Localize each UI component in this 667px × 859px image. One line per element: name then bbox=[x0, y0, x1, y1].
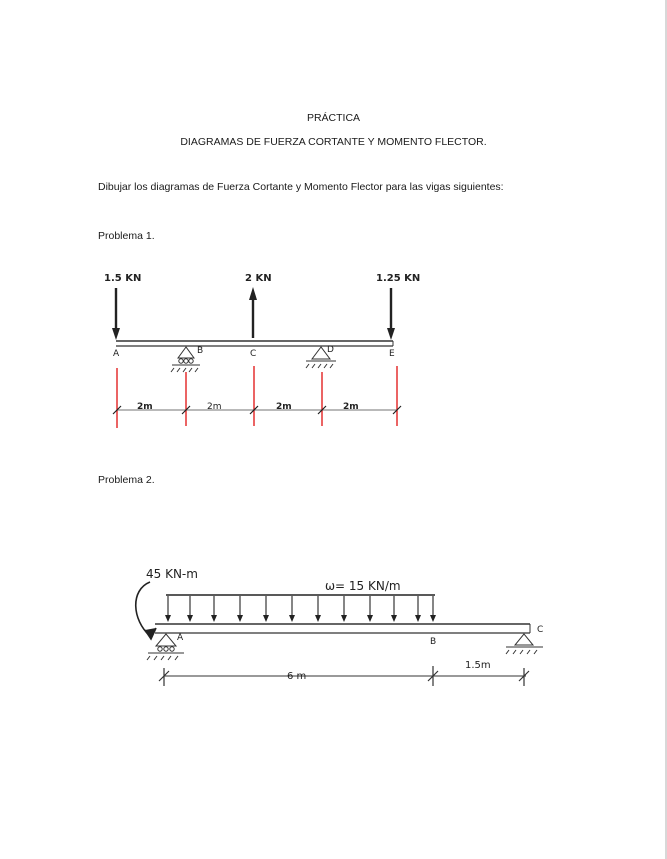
load-e-arrow bbox=[387, 288, 395, 340]
instructions-text: Dibujar los diagramas de Fuerza Cortante… bbox=[98, 181, 504, 193]
scan-edge bbox=[665, 0, 667, 859]
udl-arrow-head bbox=[289, 615, 295, 622]
problem-2-label: Problema 2. bbox=[98, 474, 155, 486]
dimension-lines-1 bbox=[116, 366, 398, 428]
span-bc-label: 2m bbox=[207, 402, 222, 412]
point-c2-label: C bbox=[537, 625, 543, 635]
udl-arrow-head bbox=[391, 615, 397, 622]
udl-arrow-head bbox=[367, 615, 373, 622]
dimension-baseline-1 bbox=[112, 405, 402, 415]
support-d-pin bbox=[305, 346, 336, 369]
span-bc2-label: 1.5m bbox=[465, 660, 491, 671]
point-b-label: B bbox=[197, 346, 203, 356]
span-de-label: 2m bbox=[343, 402, 359, 412]
udl-arrow-head bbox=[430, 615, 436, 622]
udl-arrow-head bbox=[263, 615, 269, 622]
udl-arrow-head bbox=[187, 615, 193, 622]
udl-arrow-head bbox=[341, 615, 347, 622]
load-e-label: 1.25 KN bbox=[376, 273, 420, 284]
page-subtitle: DIAGRAMAS DE FUERZA CORTANTE Y MOMENTO F… bbox=[180, 136, 487, 148]
distributed-load-label: ω= 15 KN/m bbox=[325, 579, 401, 593]
udl-arrow-head bbox=[211, 615, 217, 622]
dimension-line-2 bbox=[158, 666, 530, 686]
beam-1 bbox=[116, 340, 394, 347]
moment-label: 45 KN-m bbox=[146, 567, 198, 581]
support-a-roller bbox=[146, 633, 184, 661]
point-d-label: D bbox=[327, 345, 334, 355]
point-e-label: E bbox=[389, 349, 395, 359]
udl-arrow-head bbox=[415, 615, 421, 622]
span-cd-label: 2m bbox=[276, 402, 292, 412]
span-ab2-label: 6 m bbox=[287, 671, 306, 682]
udl-arrow-head bbox=[165, 615, 171, 622]
support-c-pin bbox=[505, 633, 543, 655]
distributed-load-arrows bbox=[165, 596, 436, 622]
load-c-arrow bbox=[249, 287, 257, 338]
point-a-label: A bbox=[113, 349, 120, 359]
problem-1-label: Problema 1. bbox=[98, 230, 155, 242]
load-a-arrow bbox=[112, 288, 120, 340]
support-b-roller bbox=[170, 346, 200, 373]
point-a2-label: A bbox=[177, 633, 184, 643]
load-c-label: 2 KN bbox=[245, 273, 272, 284]
beam-2 bbox=[155, 623, 531, 634]
span-ab-label: 2m bbox=[137, 402, 153, 412]
udl-arrow-head bbox=[237, 615, 243, 622]
udl-arrow-head bbox=[315, 615, 321, 622]
point-b2-label: B bbox=[430, 637, 436, 647]
applied-moment bbox=[135, 581, 157, 641]
load-a-label: 1.5 KN bbox=[104, 273, 141, 284]
page-title: PRÁCTICA bbox=[306, 112, 361, 124]
point-c-label: C bbox=[250, 349, 256, 359]
